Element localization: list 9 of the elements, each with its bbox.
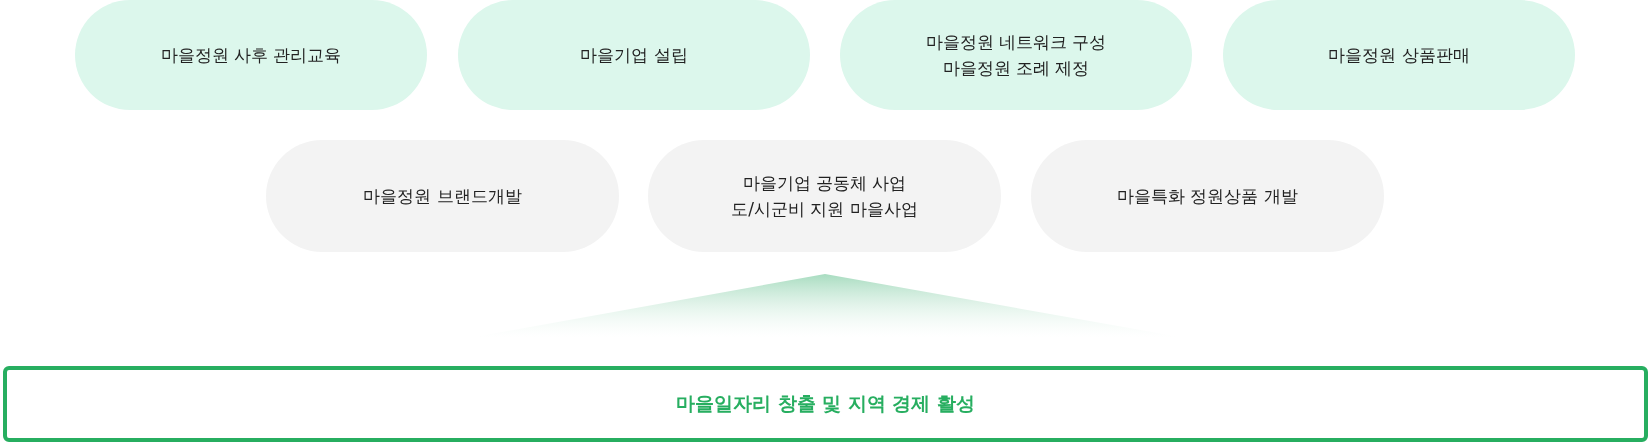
- node-label: 마을정원 네트워크 구성 마을정원 조례 제정: [924, 30, 1108, 80]
- node-label: 마을정원 사후 관리교육: [160, 43, 342, 67]
- node-label: 마을정원 브랜드개발: [363, 184, 522, 208]
- node-label: 마을일자리 창출 및 지역 경제 활성: [675, 391, 976, 417]
- node-label: 마을기업 공동체 사업 도/시군비 지원 마을사업: [730, 171, 919, 221]
- goal-box: [3, 366, 1648, 442]
- node-label: 마을기업 설립: [580, 43, 688, 67]
- node-label: 마을정원 상품판매: [1328, 43, 1470, 67]
- node-label: 마을특화 정원상품 개발: [1117, 184, 1298, 208]
